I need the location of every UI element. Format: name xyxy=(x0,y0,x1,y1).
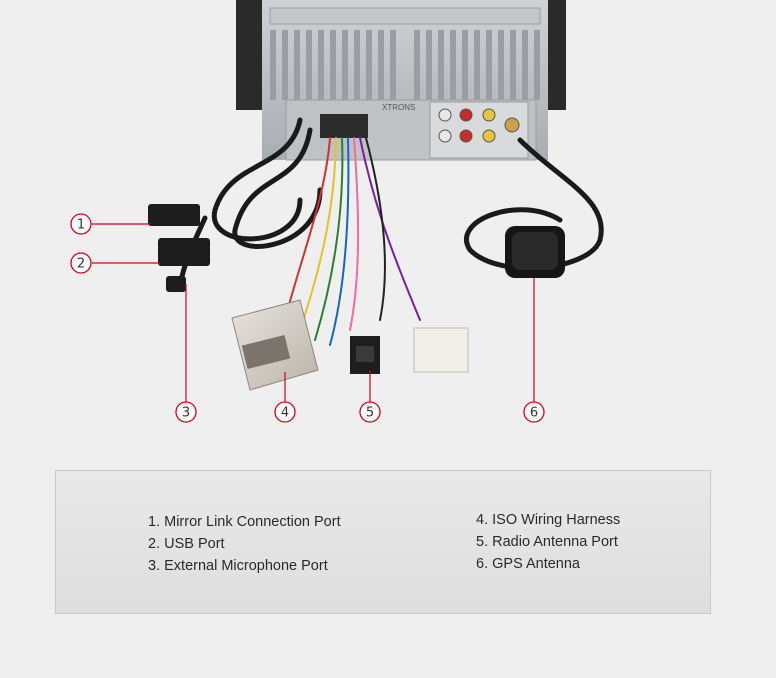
radio-antenna-plug xyxy=(350,336,380,374)
svg-text:5: 5 xyxy=(366,406,374,421)
legend-column-left: 1. Mirror Link Connection Port 2. USB Po… xyxy=(148,511,341,577)
svg-text:4: 4 xyxy=(281,406,289,421)
white-connector xyxy=(413,327,469,373)
legend-item-radio-antenna: 5. Radio Antenna Port xyxy=(476,534,618,550)
callout-6: 6 xyxy=(523,401,545,423)
legend-item-usb: 2. USB Port xyxy=(148,536,225,552)
legend-item-microphone: 3. External Microphone Port xyxy=(148,558,328,574)
callout-3: 3 xyxy=(175,401,197,423)
rca-jack-panel xyxy=(429,101,529,159)
svg-text:6: 6 xyxy=(530,406,538,421)
harness-wires xyxy=(284,137,421,346)
legend-item-mirror-link: 1. Mirror Link Connection Port xyxy=(148,514,341,530)
callout-1: 1 xyxy=(70,213,92,235)
mic-jack-connector xyxy=(166,276,186,292)
callout-2: 2 xyxy=(70,252,92,274)
head-unit-chassis: XTRONS xyxy=(236,0,566,161)
callout-lines xyxy=(92,223,535,402)
usb-connector xyxy=(158,238,210,266)
iso-harness-plug xyxy=(231,299,319,391)
svg-text:1: 1 xyxy=(77,218,85,233)
callout-4: 4 xyxy=(274,401,296,423)
legend-item-iso-harness: 4. ISO Wiring Harness xyxy=(476,512,621,528)
svg-text:3: 3 xyxy=(182,406,190,421)
gps-antenna-puck xyxy=(505,226,565,278)
svg-text:2: 2 xyxy=(77,257,85,272)
legend-item-gps-antenna: 6. GPS Antenna xyxy=(476,556,580,572)
mirror-link-connector xyxy=(148,204,200,226)
callout-markers: 1 2 3 4 5 6 xyxy=(70,213,545,423)
legend-panel: 1. Mirror Link Connection Port 2. USB Po… xyxy=(55,470,711,614)
chassis-brand-label: XTRONS xyxy=(382,103,415,112)
callout-5: 5 xyxy=(359,401,381,423)
legend-column-right: 4. ISO Wiring Harness 5. Radio Antenna P… xyxy=(476,509,620,575)
